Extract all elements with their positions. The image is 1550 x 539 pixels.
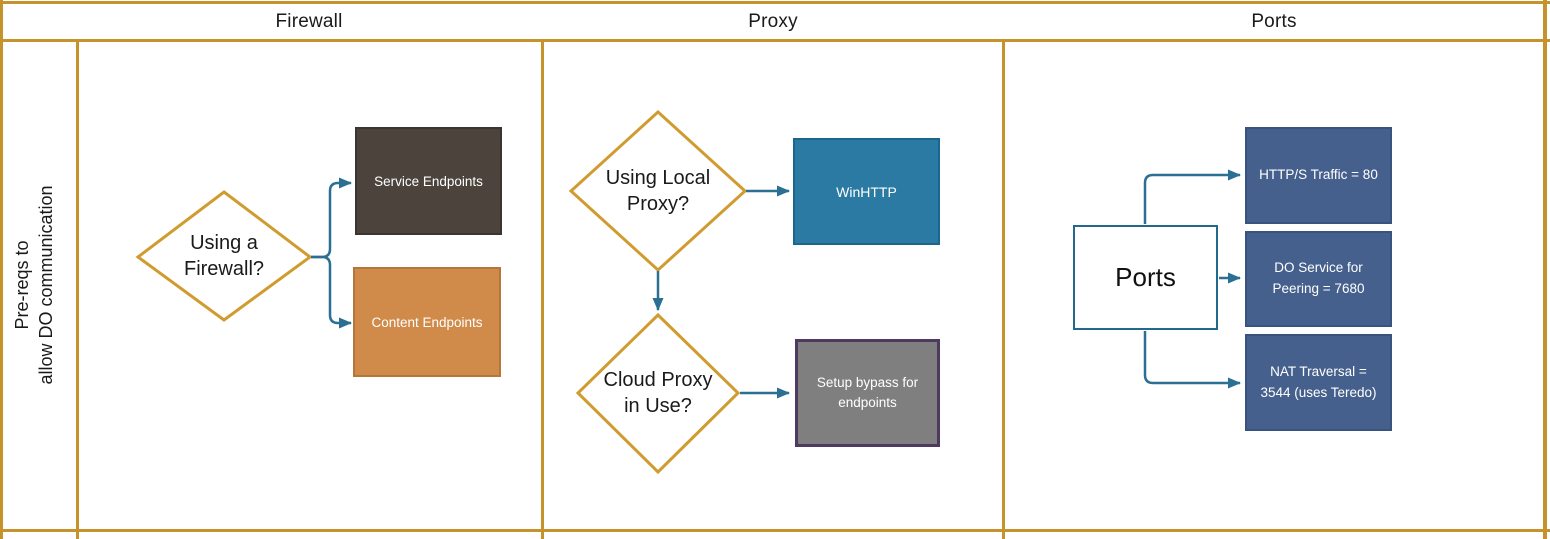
decision-label-cloud-proxy-in-use: Cloud Proxy in Use?	[603, 369, 713, 417]
decision-diamond-cloud-proxy-in-use	[575, 312, 741, 475]
ports-box: Ports	[1073, 225, 1218, 330]
winhttp-box: WinHTTP	[793, 138, 940, 245]
frame-right-border	[1543, 0, 1547, 539]
lane-title-firewall: Firewall	[275, 11, 343, 32]
frame-left-border	[0, 0, 3, 539]
lane-title-ports: Ports	[1251, 11, 1297, 32]
decision-label-using-local-proxy: Using Local Proxy?	[605, 167, 711, 215]
setup-bypass-box: Setup bypass for endpoints	[795, 339, 940, 447]
row-bottom-border	[0, 529, 1550, 532]
decision-diamond-using-firewall	[135, 190, 313, 322]
lane-separator-proxy-ports	[1002, 39, 1005, 539]
service-endpoints-box: Service Endpoints	[355, 127, 502, 235]
connector-ports-to-http-traffic	[1143, 169, 1241, 224]
do-service-peering-box: DO Service for Peering = 7680	[1245, 231, 1392, 327]
connector-firewall-to-service-endpoints	[311, 177, 352, 259]
row-label-separator	[76, 39, 79, 539]
connector-ports-to-nat-traversal	[1143, 331, 1241, 389]
header-bottom-border	[0, 39, 1550, 42]
lane-title-proxy: Proxy	[748, 11, 798, 32]
http-traffic-box: HTTP/S Traffic = 80	[1245, 127, 1392, 224]
nat-traversal-box: NAT Traversal = 3544 (uses Teredo)	[1245, 334, 1392, 431]
content-endpoints-box: Content Endpoints	[353, 267, 501, 377]
connector-firewall-to-content-endpoints	[311, 255, 352, 329]
lane-separator-firewall-proxy	[541, 39, 544, 539]
frame-top-border	[0, 1, 1550, 4]
decision-label-using-firewall: Using a Firewall?	[183, 232, 265, 280]
decision-diamond-using-local-proxy	[568, 109, 748, 273]
